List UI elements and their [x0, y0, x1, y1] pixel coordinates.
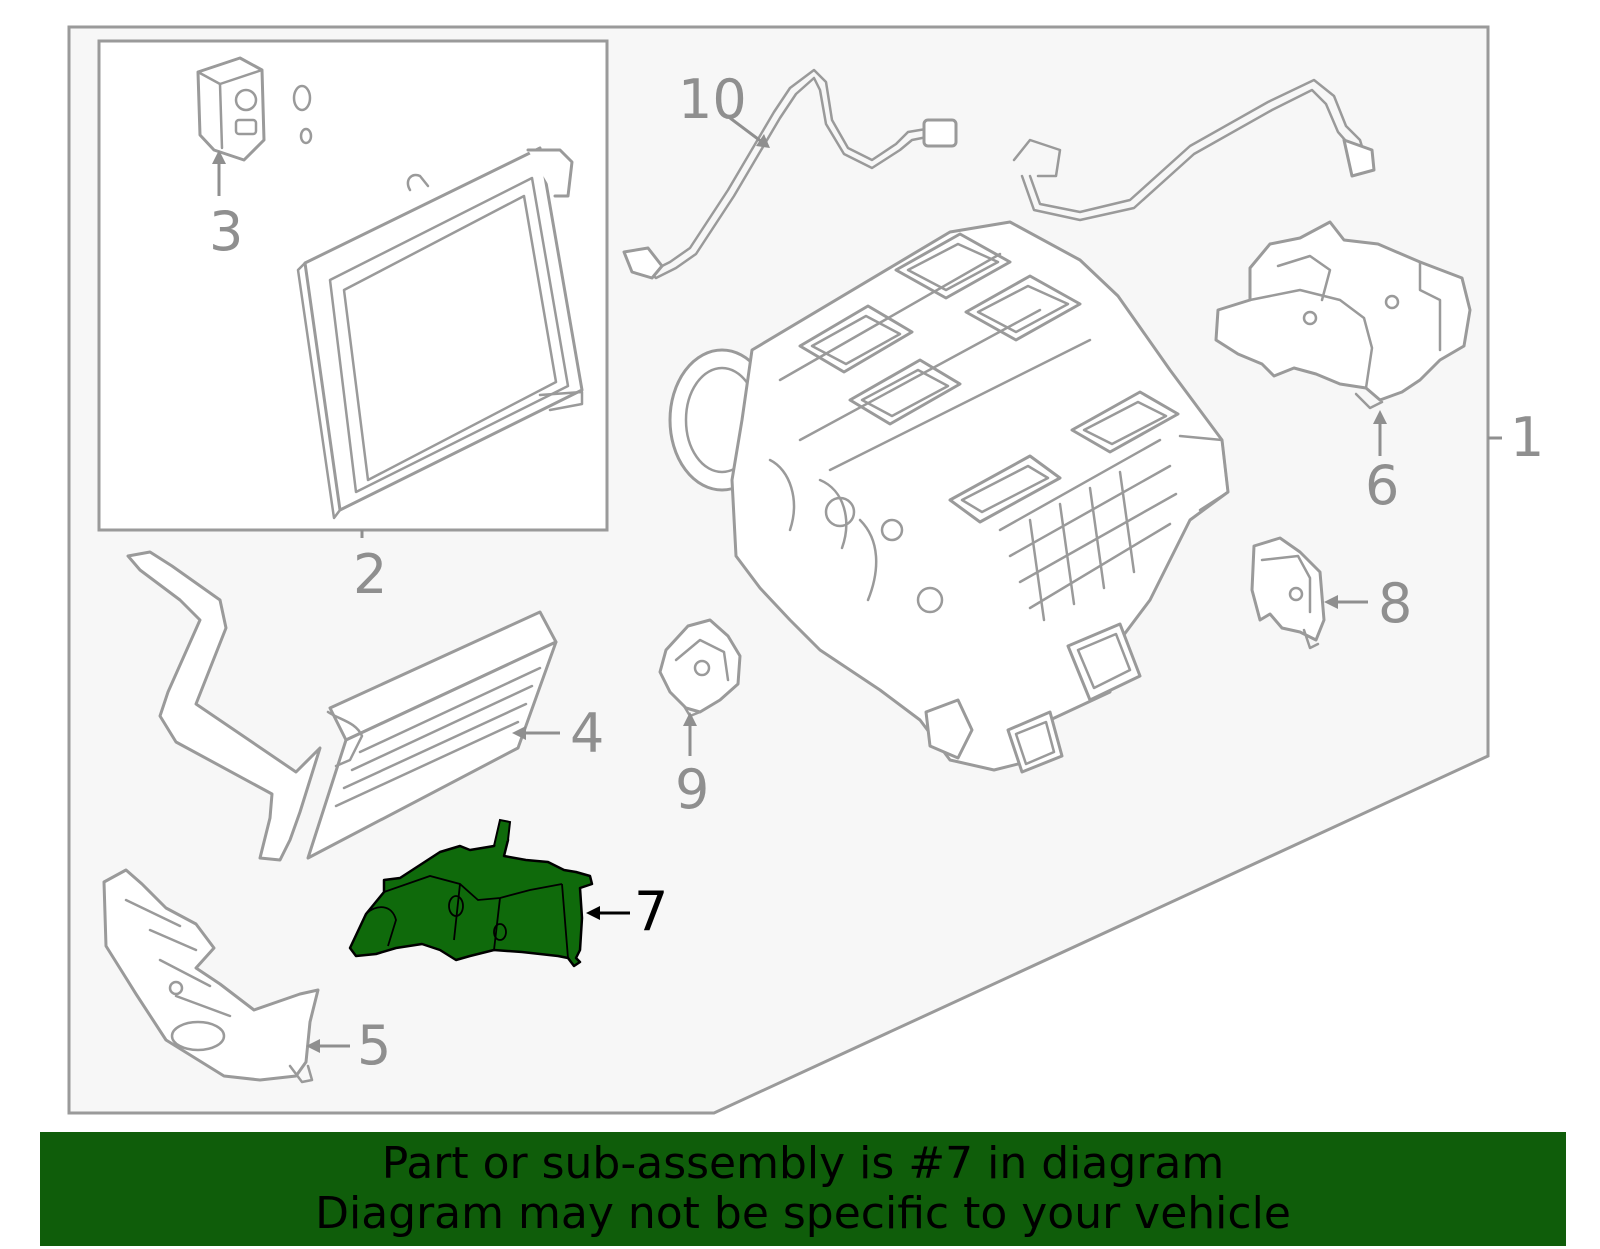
callout-2: 2	[353, 543, 387, 606]
callout-10: 10	[678, 68, 747, 131]
callout-7: 7	[634, 880, 668, 943]
info-banner: Part or sub-assembly is #7 in diagram Di…	[40, 1132, 1566, 1246]
part-2-evaporator-core[interactable]	[296, 146, 584, 520]
part-3-expansion-valve[interactable]	[196, 56, 313, 162]
callout-1: 1	[1510, 406, 1544, 469]
part-7-duct-highlighted[interactable]	[348, 818, 594, 968]
callout-6: 6	[1365, 454, 1399, 517]
part-4-heater-core[interactable]	[126, 550, 558, 862]
banner-line-2: Diagram may not be specific to your vehi…	[315, 1188, 1291, 1239]
callout-5: 5	[357, 1014, 391, 1077]
callout-9: 9	[675, 758, 709, 821]
part-8-actuator[interactable]	[1250, 536, 1326, 650]
callout-8: 8	[1378, 572, 1412, 635]
part-1-hvac-housing[interactable]	[668, 220, 1230, 774]
part-6-actuator-housing[interactable]	[1214, 220, 1472, 410]
callout-4: 4	[570, 702, 604, 765]
banner-line-1: Part or sub-assembly is #7 in diagram	[381, 1138, 1225, 1189]
callout-3: 3	[209, 200, 243, 263]
part-5-duct-bracket[interactable]	[102, 868, 320, 1084]
part-10-wiring-harness[interactable]	[622, 68, 1376, 280]
